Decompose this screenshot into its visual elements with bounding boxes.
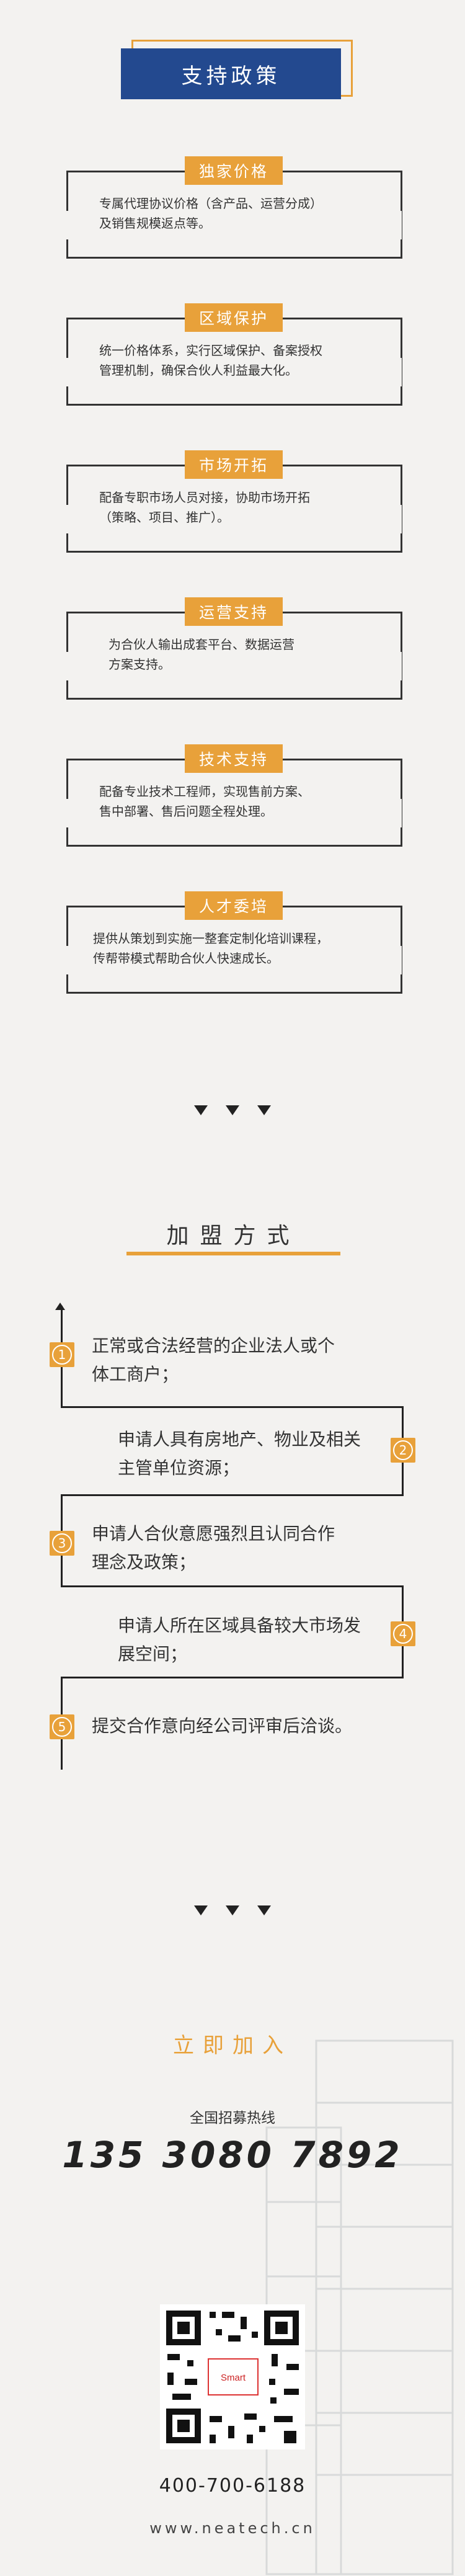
policy-card-tag: 人才委培 (185, 891, 283, 920)
separator-arrows (194, 1105, 271, 1119)
step-text: 正常或合法经营的企业法人或个 体工商户； (92, 1332, 358, 1389)
step-connector (61, 1677, 404, 1678)
down-triangle-icon (226, 1105, 239, 1115)
step-line: 申请人具有房地产、物业及相关 (118, 1429, 361, 1450)
policy-card-text: 专属代理协议价格（含产品、运营分成） 及销售规模返点等。 (99, 194, 372, 233)
step-connector (61, 1585, 404, 1587)
card-gap (65, 211, 71, 239)
card-gap (396, 358, 402, 386)
policy-card-line: 及销售规模返点等。 (99, 216, 211, 231)
hotline-phone[interactable]: 135 3080 7892 (62, 2134, 403, 2176)
policy-card-line: （策略、项目、推广）。 (99, 510, 229, 525)
card-gap (396, 946, 402, 974)
down-triangle-icon (194, 1905, 208, 1915)
card-gap (396, 211, 402, 239)
policy-card-tag: 运营支持 (185, 597, 283, 626)
card-gap (65, 799, 71, 827)
policy-card-text: 配备专业技术工程师，实现售前方案、 售中部署、售后问题全程处理。 (99, 782, 372, 821)
policy-card-line: 传帮带模式帮助合伙人快速成长。 (93, 951, 279, 966)
website-url[interactable]: www.neatech.cn (149, 2520, 316, 2537)
step-line: 正常或合法经营的企业法人或个 (92, 1335, 335, 1356)
down-triangle-icon (257, 1105, 271, 1115)
building-watermark (265, 2039, 454, 2575)
policy-card-tag: 区域保护 (185, 303, 283, 332)
arrow-up-icon (55, 1303, 65, 1310)
policy-card-line: 管理机制，确保合伙人利益最大化。 (99, 363, 298, 378)
support-title: 支持政策 (121, 48, 341, 99)
policy-card-line: 售中部署、售后问题全程处理。 (99, 804, 273, 819)
step-number-badge: 3 (50, 1531, 74, 1556)
policy-card-text: 为合伙人输出成套平台、数据运营 方案支持。 (108, 635, 381, 674)
step-connector (61, 1406, 404, 1408)
join-now-heading: 立即加入 (173, 2033, 292, 2058)
policy-card-line: 专属代理协议价格（含产品、运营分成） (99, 196, 322, 211)
card-gap (65, 652, 71, 680)
down-triangle-icon (226, 1905, 239, 1915)
card-gap (396, 505, 402, 533)
join-title: 加盟方式 (126, 1216, 340, 1255)
card-gap (396, 799, 402, 827)
policy-card-line: 配备专业技术工程师，实现售前方案、 (99, 784, 310, 799)
step-line: 展空间； (118, 1644, 188, 1664)
policy-card-line: 为合伙人输出成套平台、数据运营 (108, 637, 294, 652)
step-number-badge: 4 (391, 1621, 415, 1646)
step-line: 申请人所在区域具备较大市场发 (118, 1615, 361, 1636)
policy-card-line: 配备专职市场人员对接，协助市场开拓 (99, 490, 310, 505)
policy-card-line: 统一价格体系，实行区域保护、备案授权 (99, 343, 322, 358)
card-gap (65, 358, 71, 386)
hotline-label: 全国招募热线 (190, 2110, 275, 2126)
step-text: 申请人所在区域具备较大市场发 展空间； (118, 1611, 384, 1669)
step-number-badge: 1 (50, 1342, 74, 1367)
step-number-badge: 5 (50, 1714, 74, 1739)
separator-arrows (194, 1905, 271, 1919)
service-tel[interactable]: 400-700-6188 (159, 2475, 306, 2497)
down-triangle-icon (194, 1105, 208, 1115)
down-triangle-icon (257, 1905, 271, 1915)
card-gap (65, 946, 71, 974)
step-line: 主管单位资源； (118, 1458, 240, 1478)
step-connector (61, 1494, 404, 1496)
policy-card-tag: 技术支持 (185, 744, 283, 773)
step-text: 申请人合伙意愿强烈且认同合作 理念及政策； (92, 1520, 358, 1577)
policy-card-line: 方案支持。 (108, 657, 170, 672)
card-gap (396, 652, 402, 680)
qr-code[interactable]: Smart (160, 2304, 305, 2449)
step-number-badge: 2 (391, 1438, 415, 1463)
step-line: 提交合作意向经公司评审后洽谈。 (92, 1716, 353, 1736)
step-text: 申请人具有房地产、物业及相关 主管单位资源； (118, 1425, 384, 1482)
step-line: 体工商户； (92, 1364, 179, 1384)
policy-card-line: 提供从策划到实施一整套定制化培训课程， (93, 931, 329, 946)
policy-card-text: 统一价格体系，实行区域保护、备案授权 管理机制，确保合伙人利益最大化。 (99, 341, 372, 380)
step-line: 申请人合伙意愿强烈且认同合作 (92, 1523, 335, 1544)
policy-card-tag: 市场开拓 (185, 450, 283, 479)
policy-card-text: 提供从策划到实施一整套定制化培训课程， 传帮带模式帮助合伙人快速成长。 (93, 929, 378, 968)
card-gap (65, 505, 71, 533)
step-text: 提交合作意向经公司评审后洽谈。 (92, 1712, 358, 1740)
qr-center-logo: Smart (221, 2373, 246, 2383)
policy-card-tag: 独家价格 (185, 156, 283, 185)
policy-card-text: 配备专职市场人员对接，协助市场开拓 （策略、项目、推广）。 (99, 488, 372, 527)
step-line: 理念及政策； (92, 1552, 197, 1572)
